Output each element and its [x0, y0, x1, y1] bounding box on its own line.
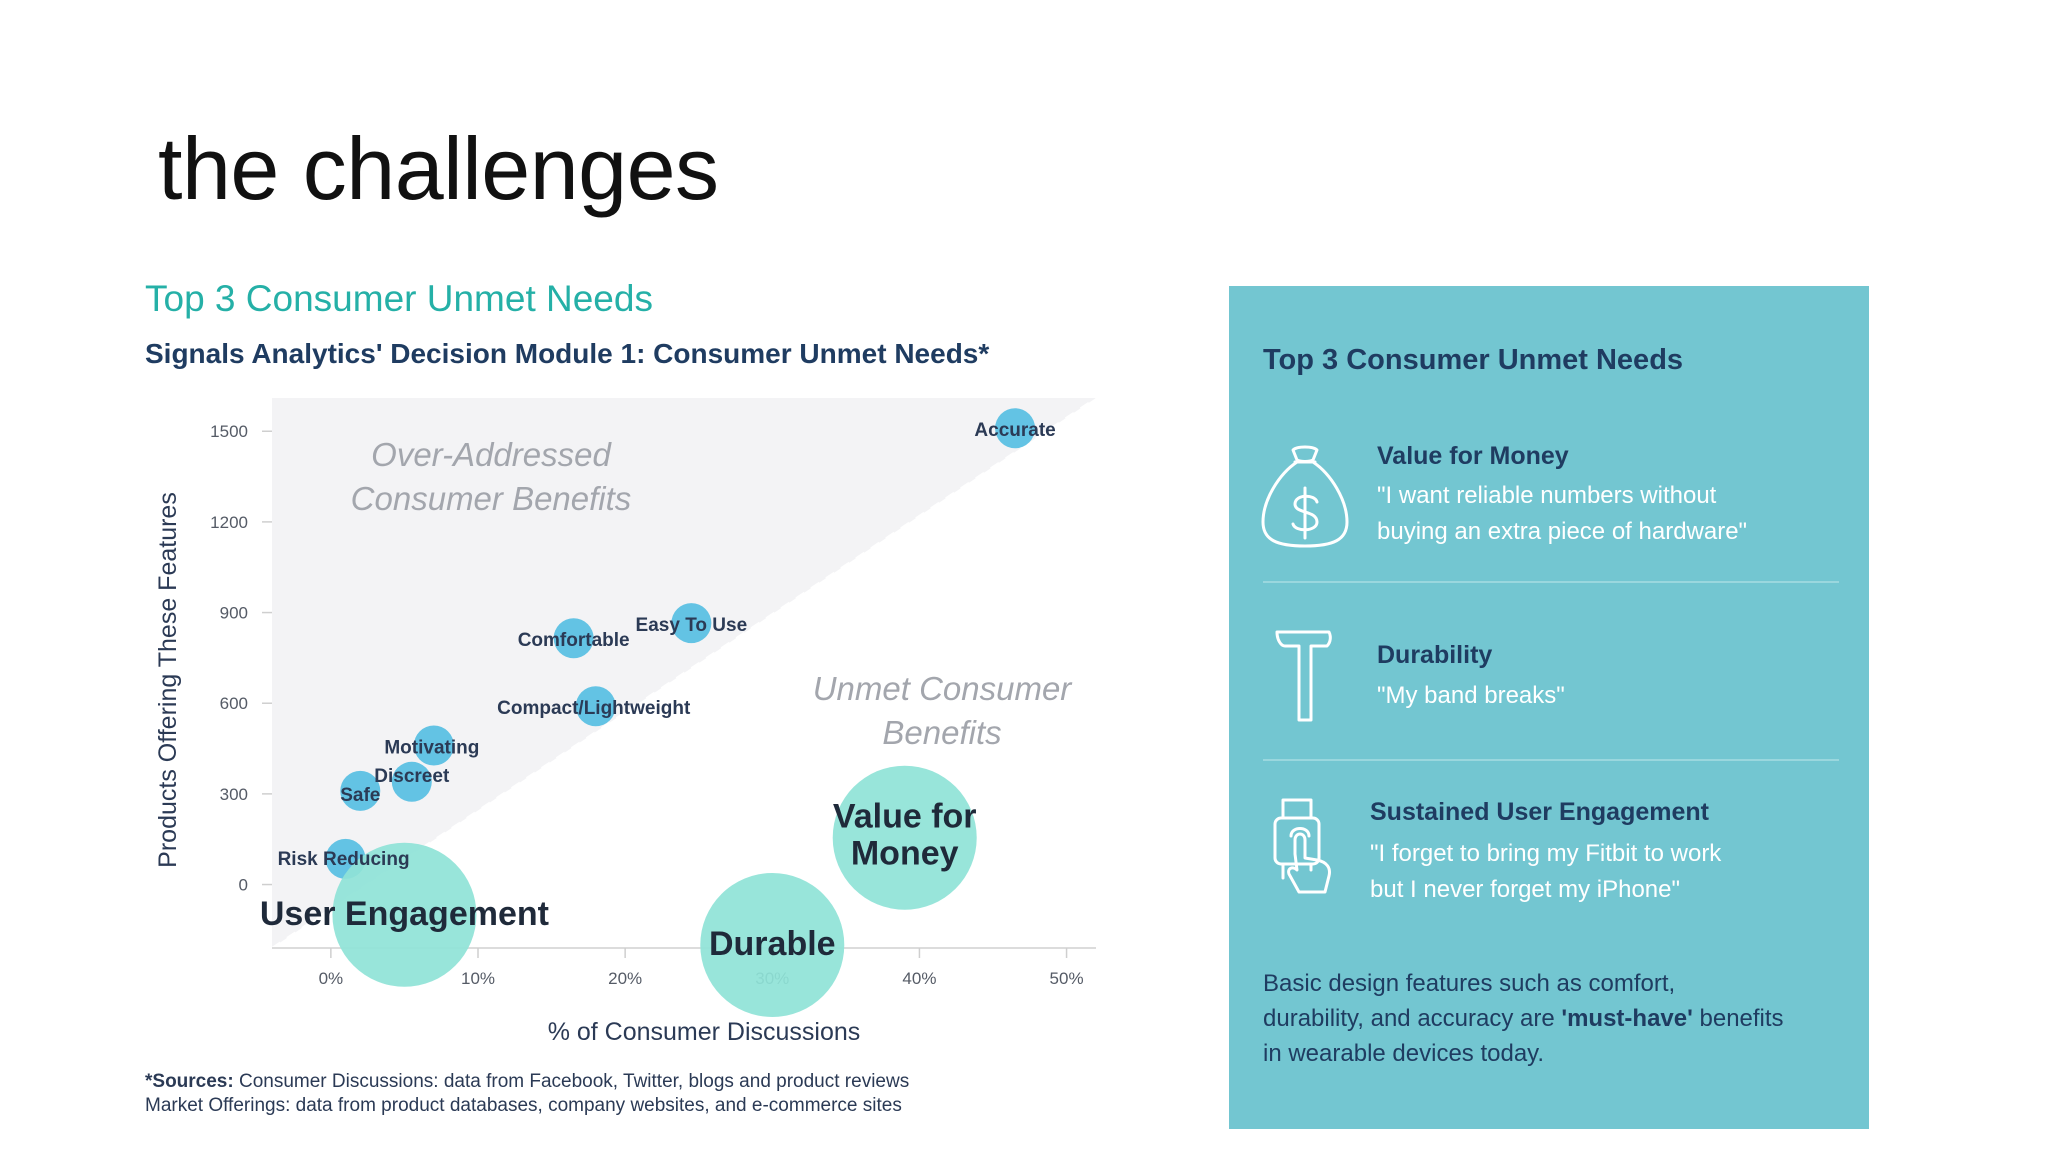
wearable-touch-icon [1269, 796, 1339, 905]
data-point [995, 408, 1036, 449]
panel-footer-line-2: durability, and accuracy are 'must-have'… [1263, 1001, 1853, 1036]
panel-footer-line-1: Basic design features such as comfort, [1263, 970, 1676, 997]
data-point [413, 725, 454, 766]
point-label: Value for [833, 798, 977, 836]
chart-heading: Top 3 Consumer Unmet Needs [145, 278, 653, 319]
unmet-needs-panel: Top 3 Consumer Unmet Needs Value for Mon… [1229, 286, 1869, 1129]
footer-text: benefits [1692, 1005, 1784, 1032]
region-label: Consumer Benefits [351, 480, 632, 517]
region-label: Benefits [882, 714, 1001, 751]
y-tick-label: 600 [220, 694, 248, 713]
money-bag-icon [1259, 444, 1351, 555]
point-label: Discreet [374, 766, 450, 787]
slide-title: the challenges [158, 119, 719, 218]
need-quote-line-1: "I want reliable numbers without [1377, 482, 1717, 509]
point-label: Risk Reducing [278, 849, 410, 870]
x-tick-label: 40% [902, 969, 936, 988]
region-label: Over-Addressed [371, 436, 612, 473]
panel-title: Top 3 Consumer Unmet Needs [1263, 344, 1684, 376]
panel-footer-line-3: in wearable devices today. [1263, 1040, 1545, 1067]
data-point [575, 686, 616, 727]
need-quote: "My band breaks" [1377, 682, 1565, 709]
x-tick-label: 50% [1050, 969, 1084, 988]
x-tick-label: 0% [319, 969, 344, 988]
point-label: Comfortable [518, 630, 630, 651]
panel-footer: Basic design features such as comfort, d… [1263, 966, 1853, 1071]
hammer-icon [1273, 626, 1337, 731]
need-quote-line-1: "I forget to bring my Fitbit to work [1370, 840, 1722, 867]
point-label: Durable [709, 925, 836, 963]
data-point [832, 765, 977, 910]
y-tick-label: 0 [239, 876, 248, 895]
need-quote-line-2: but I never forget my iPhone" [1370, 876, 1681, 903]
point-label: Motivating [384, 738, 479, 759]
x-axis-title: % of Consumer Discussions [548, 1018, 861, 1046]
sources-label: *Sources: [145, 1071, 234, 1092]
sources-line-2: Market Offerings: data from product data… [145, 1095, 902, 1116]
y-tick-label: 1200 [210, 513, 248, 532]
data-point [700, 872, 845, 1017]
data-point [553, 618, 594, 659]
point-label: Safe [340, 785, 380, 806]
footer-text: durability, and accuracy are [1263, 1005, 1562, 1032]
need-quote-line-2: buying an extra piece of hardware" [1377, 518, 1748, 545]
data-point [332, 842, 477, 987]
need-title: Value for Money [1377, 442, 1569, 470]
data-point [340, 770, 381, 811]
footer-emphasis: 'must-have' [1561, 1005, 1693, 1032]
data-point [391, 761, 432, 802]
need-quote: "I want reliable numbers without buying … [1377, 478, 1747, 550]
sources-line-1: Consumer Discussions: data from Facebook… [233, 1071, 910, 1092]
y-axis-title: Products Offering These Features [154, 492, 182, 868]
region-label: Unmet Consumer [813, 670, 1074, 707]
x-tick-label: 10% [461, 969, 495, 988]
need-title: Sustained User Engagement [1370, 798, 1709, 826]
chart-sources: *Sources: Consumer Discussions: data fro… [145, 1070, 909, 1118]
point-label: Accurate [974, 420, 1055, 441]
y-tick-label: 900 [220, 604, 248, 623]
point-label: Compact/Lightweight [497, 698, 691, 719]
data-point [671, 603, 712, 644]
divider [1263, 759, 1839, 761]
divider [1263, 581, 1839, 583]
point-label: User Engagement [260, 895, 549, 933]
chart-subheading: Signals Analytics' Decision Module 1: Co… [145, 338, 990, 369]
need-title: Durability [1377, 641, 1493, 669]
need-quote: "I forget to bring my Fitbit to work but… [1370, 836, 1721, 908]
y-tick-label: 300 [220, 785, 248, 804]
point-label: Easy To Use [636, 615, 748, 636]
point-label: Money [851, 835, 959, 873]
y-tick-label: 1500 [210, 422, 248, 441]
x-tick-label: 20% [608, 969, 642, 988]
